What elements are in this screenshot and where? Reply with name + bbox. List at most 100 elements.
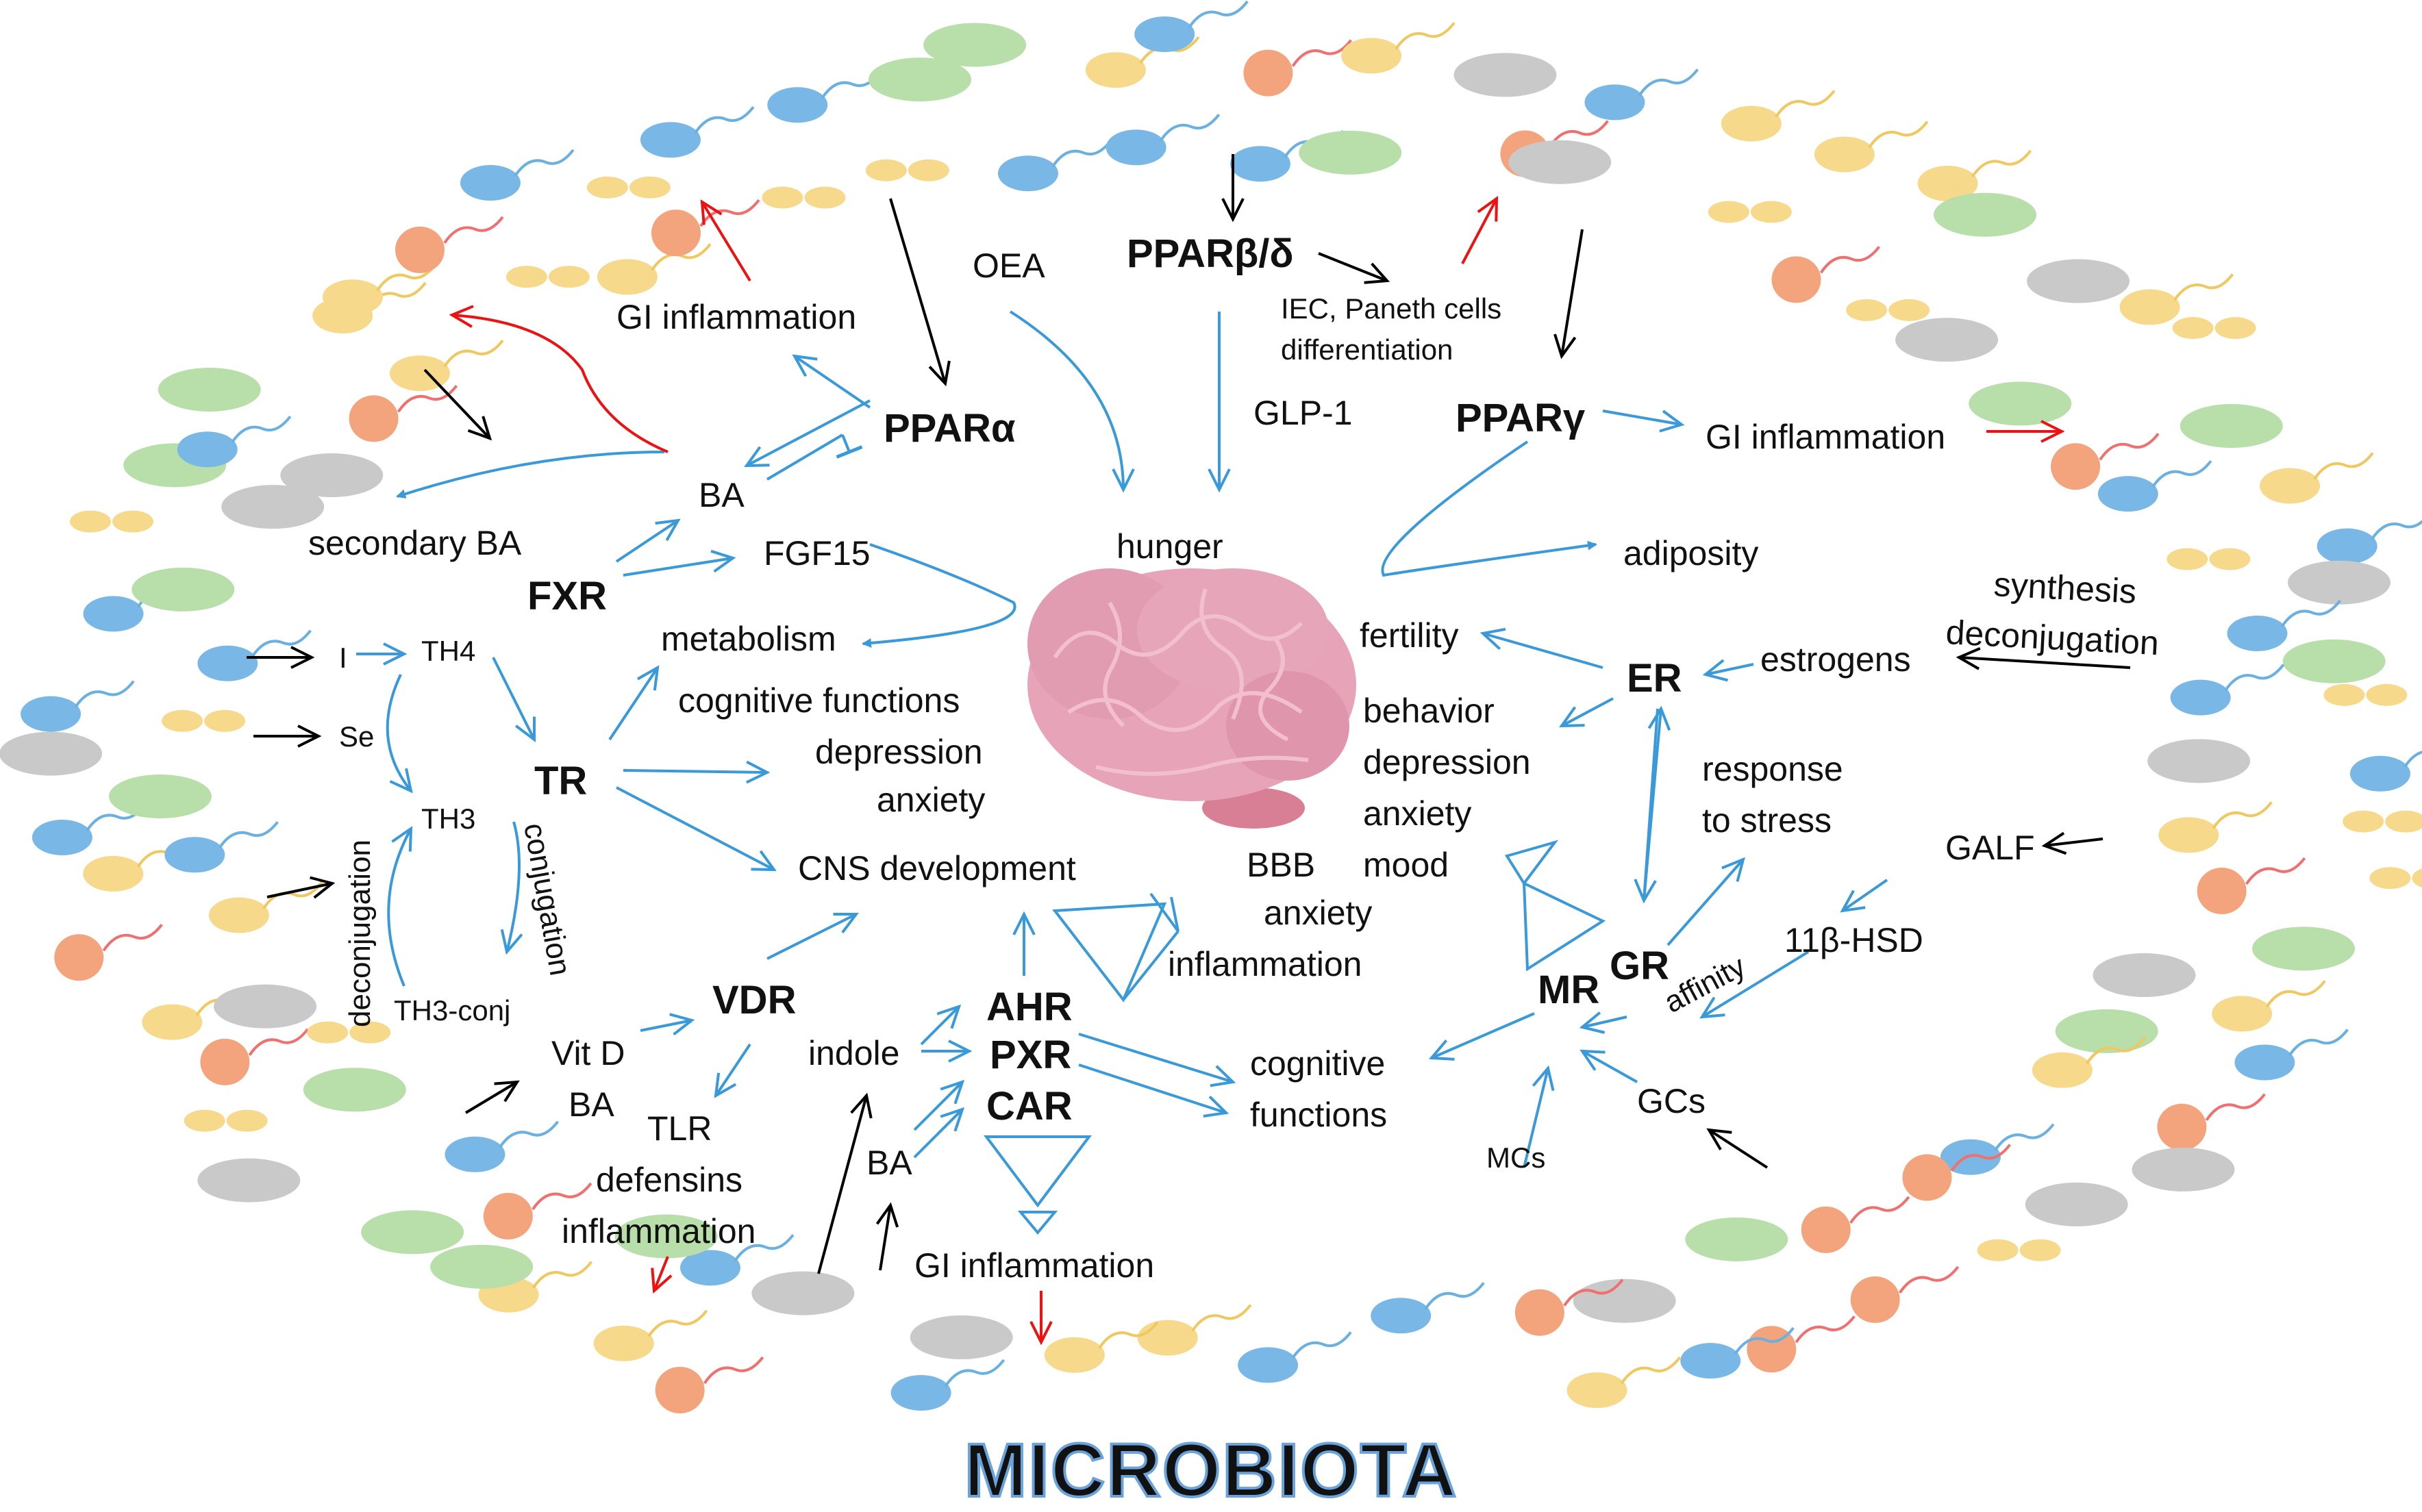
microbe-icon — [1514, 1278, 1624, 1336]
microbe-icon — [1969, 381, 2072, 426]
microbe-icon — [1584, 68, 1699, 121]
microbe-icon — [997, 139, 1112, 192]
label-th3-conj: TH3-conj — [394, 994, 510, 1026]
microbe-icon — [2317, 520, 2422, 564]
microbe-icon — [2260, 452, 2374, 504]
label-metabolism: metabolism — [661, 620, 836, 658]
label-gi-inflammation-bottom: GI inflammation — [914, 1246, 1154, 1285]
receptors: PPARα PPARβ/δ PPARγ FXR TR VDR AHR PXR C… — [527, 231, 1682, 1129]
microbe-icon — [445, 1120, 560, 1172]
receptor-er: ER — [1627, 656, 1682, 701]
label-deconjugation-right: deconjugation — [1945, 613, 2160, 662]
microbe-icon — [1106, 114, 1221, 166]
microbe-icon — [505, 266, 590, 288]
label-inflammation-vdr: inflammation — [562, 1212, 756, 1250]
microbe-icon — [1850, 1265, 1960, 1323]
label-glp1: GLP-1 — [1253, 394, 1353, 432]
microbe-icon — [1243, 39, 1352, 97]
microbe-icon — [2323, 683, 2408, 706]
microbe-icon — [1917, 149, 2032, 201]
microbe-icon — [2343, 810, 2422, 833]
microbe-icon — [762, 186, 846, 209]
label-synthesis: synthesis — [1993, 565, 2137, 611]
label-mood: mood — [1363, 846, 1449, 884]
microbe-icon — [869, 58, 972, 102]
microbe-icon — [1238, 1331, 1352, 1383]
microbe-icon — [1977, 1239, 2061, 1261]
microbe-icon — [1708, 201, 1792, 223]
microbe-icon — [2282, 639, 2386, 683]
microbe-icon — [1895, 318, 1999, 362]
microbe-icon — [164, 821, 279, 873]
receptor-ppar-beta-delta: PPARβ/δ — [1127, 231, 1294, 276]
label-ba-vdr: BA — [569, 1085, 614, 1124]
microbe-icon — [2097, 459, 2212, 512]
receptor-ppar-gamma: PPARγ — [1456, 396, 1586, 440]
microbe-icon — [2157, 1093, 2266, 1150]
label-11b-hsd: 11β-HSD — [1784, 921, 1923, 959]
microbe-icon — [197, 1158, 301, 1202]
microbe-icon — [2172, 317, 2256, 340]
label-fgf15: FGF15 — [764, 534, 871, 572]
microbe-icon — [395, 216, 504, 273]
label-cns-development: CNS development — [798, 849, 1076, 887]
label-tlr: TLR — [647, 1109, 712, 1148]
microbe-icon — [865, 159, 949, 181]
input-arrows — [247, 154, 2131, 1274]
label-fertility: fertility — [1360, 616, 1458, 655]
microbe-icon — [640, 105, 755, 158]
microbe-icon — [1299, 130, 1402, 175]
label-conjugation: conjugation — [517, 820, 577, 978]
microbe-icon — [158, 367, 261, 412]
receptor-tr: TR — [534, 759, 587, 803]
microbe-icon — [1573, 1278, 1676, 1323]
microbe-icon — [214, 984, 317, 1029]
microbe-icon — [2170, 664, 2285, 716]
label-affinity: affinity — [1659, 949, 1751, 1020]
microbe-icon — [1134, 0, 1249, 52]
label-cognitive-bottom: cognitive — [1250, 1044, 1385, 1083]
microbe-icon — [2234, 1029, 2349, 1081]
label-ba-fxr: BA — [699, 476, 745, 514]
label-anxiety-left: anxiety — [877, 781, 985, 819]
label-se: Se — [339, 720, 374, 753]
label-galf: GALF — [1945, 829, 2035, 867]
microbe-icon — [1371, 1282, 1485, 1334]
label-ba-ahr: BA — [866, 1144, 912, 1182]
receptor-pxr: PXR — [990, 1033, 1071, 1077]
label-secondary-ba: secondary BA — [308, 524, 522, 562]
microbe-icon — [1137, 1304, 1252, 1356]
receptor-vdr: VDR — [712, 978, 796, 1022]
label-indole: indole — [808, 1034, 899, 1072]
label-depression-right: depression — [1363, 743, 1531, 781]
receptor-ahr: AHR — [986, 985, 1073, 1029]
microbe-icon — [1508, 140, 1612, 184]
microbe-icon — [2025, 1182, 2128, 1226]
inflammation-arrows — [452, 199, 2062, 1342]
microbe-icon — [2032, 1036, 2147, 1088]
label-vit-d: Vit D — [551, 1034, 625, 1072]
label-gi-inflammation-right: GI inflammation — [1706, 418, 1945, 456]
microbe-icon — [483, 1182, 592, 1240]
label-cognitive-functions-top: cognitive functions — [678, 681, 960, 720]
microbe-icon — [2055, 1009, 2158, 1053]
microbe-icon — [349, 385, 458, 442]
microbe-icon — [1685, 1217, 1788, 1261]
label-bbb: BBB — [1247, 846, 1315, 884]
microbe-icon — [2349, 751, 2422, 792]
label-gcs: GCs — [1637, 1082, 1706, 1120]
microbe-icon — [586, 176, 671, 199]
microbe-icon — [2227, 599, 2342, 651]
label-hunger: hunger — [1116, 527, 1223, 566]
microbe-icon — [200, 1028, 309, 1085]
microbiota-title: MICROBIOTA — [964, 1428, 1458, 1512]
microbe-icon — [2119, 273, 2234, 325]
microbe-icon — [361, 1210, 464, 1255]
label-to-stress: to stress — [1702, 801, 1832, 840]
microbe-icon — [307, 1021, 391, 1044]
microbe-icon — [2132, 1147, 2235, 1192]
microbe-icon — [2369, 867, 2422, 890]
microbe-icon — [2212, 980, 2326, 1032]
receptor-ppar-alpha: PPARα — [884, 406, 1016, 451]
